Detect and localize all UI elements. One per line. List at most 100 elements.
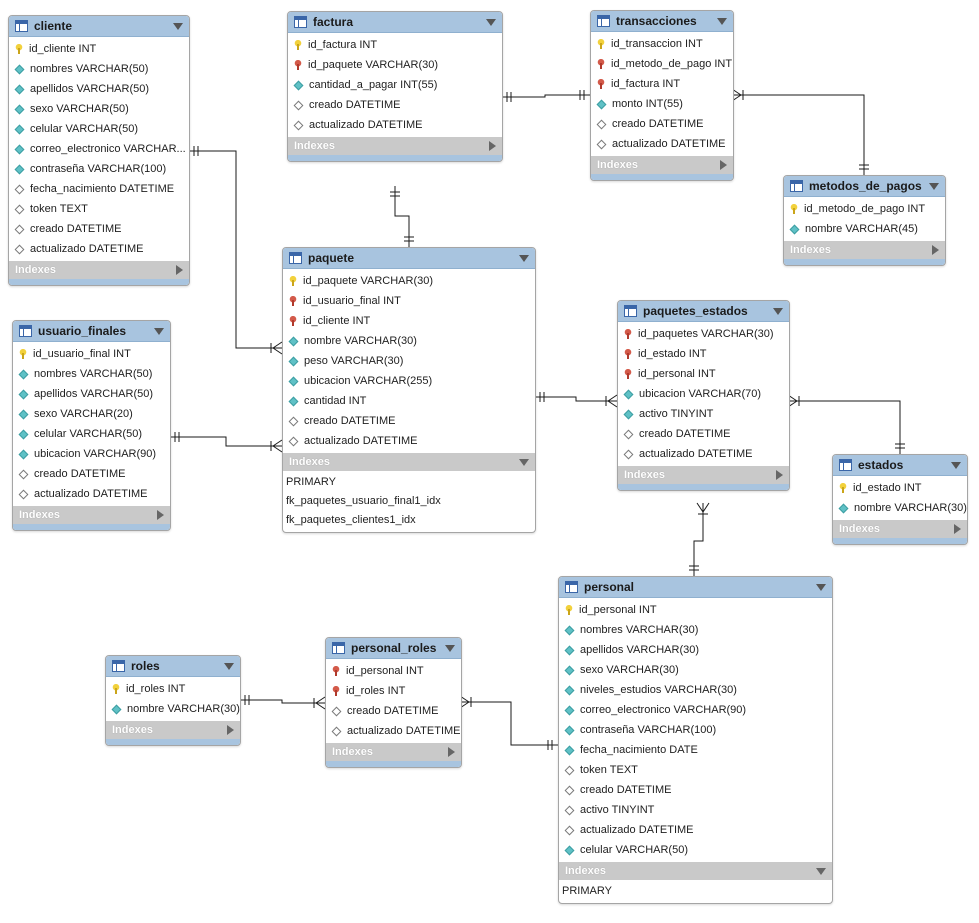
indexes-bar[interactable]: Indexes — [9, 261, 189, 279]
table-header[interactable]: transacciones — [591, 11, 733, 32]
expand-triangle-icon[interactable] — [176, 265, 183, 275]
collapse-triangle-icon[interactable] — [519, 254, 529, 262]
column-row[interactable]: creado DATETIME — [283, 411, 535, 431]
column-row[interactable]: id_metodo_de_pago INT — [784, 199, 945, 219]
indexes-bar[interactable]: Indexes — [326, 743, 461, 761]
column-row[interactable]: id_cliente INT — [283, 311, 535, 331]
column-row[interactable]: fecha_nacimiento DATE — [559, 740, 832, 760]
expand-triangle-icon[interactable] — [932, 245, 939, 255]
column-row[interactable]: creado DATETIME — [591, 114, 733, 134]
column-row[interactable]: actualizado DATETIME — [13, 484, 170, 504]
table-header[interactable]: personal_roles — [326, 638, 461, 659]
indexes-bar[interactable]: Indexes — [106, 721, 240, 739]
column-row[interactable]: actualizado DATETIME — [591, 134, 733, 154]
expanded-triangle-icon[interactable] — [816, 867, 826, 875]
collapse-triangle-icon[interactable] — [154, 327, 164, 335]
indexes-bar[interactable]: Indexes — [283, 453, 535, 471]
indexes-bar[interactable]: Indexes — [784, 241, 945, 259]
column-row[interactable]: id_transaccion INT — [591, 34, 733, 54]
collapse-triangle-icon[interactable] — [486, 18, 496, 26]
table-header[interactable]: personal — [559, 577, 832, 598]
indexes-bar[interactable]: Indexes — [288, 137, 502, 155]
column-row[interactable]: actualizado DATETIME — [326, 721, 461, 741]
column-row[interactable]: cantidad INT — [283, 391, 535, 411]
column-row[interactable]: contraseña VARCHAR(100) — [559, 720, 832, 740]
column-row[interactable]: actualizado DATETIME — [288, 115, 502, 135]
index-item[interactable]: PRIMARY — [286, 476, 336, 488]
collapse-triangle-icon[interactable] — [773, 307, 783, 315]
index-item[interactable]: fk_paquetes_clientes1_idx — [286, 514, 416, 526]
column-row[interactable]: ubicacion VARCHAR(90) — [13, 444, 170, 464]
column-row[interactable]: nombre VARCHAR(30) — [106, 699, 240, 719]
table-header[interactable]: paquetes_estados — [618, 301, 789, 322]
table-header[interactable]: metodos_de_pagos — [784, 176, 945, 197]
column-row[interactable]: id_factura INT — [288, 35, 502, 55]
expand-triangle-icon[interactable] — [776, 470, 783, 480]
column-row[interactable]: id_paquete VARCHAR(30) — [288, 55, 502, 75]
column-row[interactable]: creado DATETIME — [326, 701, 461, 721]
column-row[interactable]: activo TINYINT — [618, 404, 789, 424]
column-row[interactable]: nombre VARCHAR(45) — [784, 219, 945, 239]
table-header[interactable]: roles — [106, 656, 240, 677]
column-row[interactable]: id_factura INT — [591, 74, 733, 94]
indexes-bar[interactable]: Indexes — [618, 466, 789, 484]
expand-triangle-icon[interactable] — [720, 160, 727, 170]
column-row[interactable]: creado DATETIME — [288, 95, 502, 115]
column-row[interactable]: activo TINYINT — [559, 800, 832, 820]
column-row[interactable]: creado DATETIME — [559, 780, 832, 800]
column-row[interactable]: actualizado DATETIME — [618, 444, 789, 464]
column-row[interactable]: niveles_estudios VARCHAR(30) — [559, 680, 832, 700]
expand-triangle-icon[interactable] — [157, 510, 164, 520]
collapse-triangle-icon[interactable] — [173, 22, 183, 30]
column-row[interactable]: creado DATETIME — [618, 424, 789, 444]
column-row[interactable]: ubicacion VARCHAR(70) — [618, 384, 789, 404]
expand-triangle-icon[interactable] — [448, 747, 455, 757]
indexes-bar[interactable]: Indexes — [833, 520, 967, 538]
collapse-triangle-icon[interactable] — [717, 17, 727, 25]
column-row[interactable]: peso VARCHAR(30) — [283, 351, 535, 371]
column-row[interactable]: id_paquetes VARCHAR(30) — [618, 324, 789, 344]
expand-triangle-icon[interactable] — [954, 524, 961, 534]
collapse-triangle-icon[interactable] — [951, 461, 961, 469]
column-row[interactable]: sexo VARCHAR(20) — [13, 404, 170, 424]
column-row[interactable]: token TEXT — [559, 760, 832, 780]
column-row[interactable]: sexo VARCHAR(50) — [9, 99, 189, 119]
column-row[interactable]: nombres VARCHAR(50) — [9, 59, 189, 79]
column-row[interactable]: nombre VARCHAR(30) — [833, 498, 967, 518]
indexes-bar[interactable]: Indexes — [559, 862, 832, 880]
column-row[interactable]: fecha_nacimiento DATETIME — [9, 179, 189, 199]
column-row[interactable]: id_personal INT — [326, 661, 461, 681]
column-row[interactable]: id_roles INT — [106, 679, 240, 699]
table-header[interactable]: estados — [833, 455, 967, 476]
expand-triangle-icon[interactable] — [489, 141, 496, 151]
column-row[interactable]: apellidos VARCHAR(30) — [559, 640, 832, 660]
column-row[interactable]: id_usuario_final INT — [13, 344, 170, 364]
column-row[interactable]: creado DATETIME — [13, 464, 170, 484]
column-row[interactable]: contraseña VARCHAR(100) — [9, 159, 189, 179]
table-header[interactable]: cliente — [9, 16, 189, 37]
index-item[interactable]: PRIMARY — [562, 885, 612, 897]
index-item[interactable]: fk_paquetes_usuario_final1_idx — [286, 495, 441, 507]
indexes-bar[interactable]: Indexes — [591, 156, 733, 174]
column-row[interactable]: nombres VARCHAR(50) — [13, 364, 170, 384]
column-row[interactable]: id_estado INT — [618, 344, 789, 364]
column-row[interactable]: apellidos VARCHAR(50) — [9, 79, 189, 99]
column-row[interactable]: id_personal INT — [618, 364, 789, 384]
expanded-triangle-icon[interactable] — [519, 458, 529, 466]
column-row[interactable]: id_usuario_final INT — [283, 291, 535, 311]
table-header[interactable]: usuario_finales — [13, 321, 170, 342]
column-row[interactable]: actualizado DATETIME — [9, 239, 189, 259]
column-row[interactable]: nombre VARCHAR(30) — [283, 331, 535, 351]
table-header[interactable]: factura — [288, 12, 502, 33]
column-row[interactable]: apellidos VARCHAR(50) — [13, 384, 170, 404]
table-header[interactable]: paquete — [283, 248, 535, 269]
